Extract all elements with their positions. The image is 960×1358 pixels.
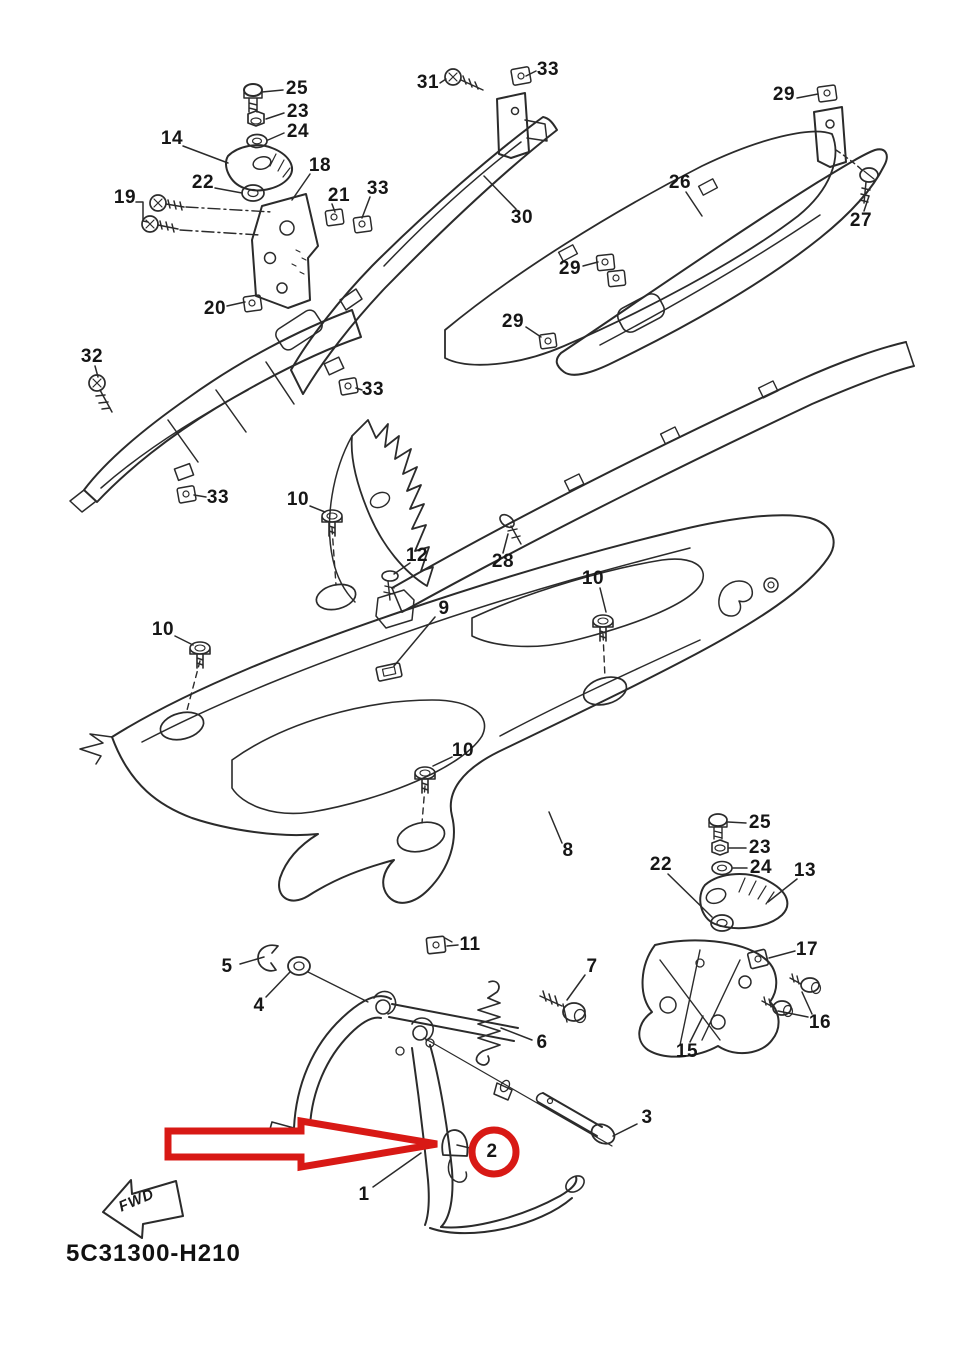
middle-rear-panel (444, 130, 837, 366)
fwd-arrow (102, 1179, 184, 1239)
part-4-washer (287, 956, 369, 1003)
highlight-arrow (164, 1116, 438, 1172)
part-2-rubber-stop (441, 1129, 469, 1157)
left-lower-cover (69, 309, 362, 513)
highlight-marks (164, 1116, 520, 1178)
part-26-side-cover (538, 84, 888, 376)
sill-panel (391, 341, 915, 613)
part-32-screw (88, 374, 113, 413)
part-8-undercover-panel (79, 514, 835, 904)
drawing-code: 5C31300-H210 (66, 1240, 241, 1267)
part-3-pivot-rod (535, 1092, 616, 1145)
part-10-screws (189, 509, 614, 794)
part-16-17-fasteners (746, 948, 822, 1018)
part-1-centre-stand (267, 990, 613, 1235)
bracket-18-group (141, 144, 319, 309)
leader-lines (94, 70, 870, 1188)
part-7-bolt (539, 990, 587, 1024)
part-15-mount-bracket (638, 939, 780, 1058)
highlight-circle (468, 1126, 520, 1178)
stack-25-23-24-left (243, 83, 268, 149)
center-frame-piece (328, 419, 522, 682)
part-13-cover-group (699, 813, 789, 932)
part-30-side-cover (275, 116, 558, 395)
part-31-33-top-bracket (444, 66, 548, 159)
part-6-spring (475, 980, 501, 1066)
clip-fasteners-upper-left (176, 208, 373, 504)
part-11-clip (425, 935, 453, 955)
